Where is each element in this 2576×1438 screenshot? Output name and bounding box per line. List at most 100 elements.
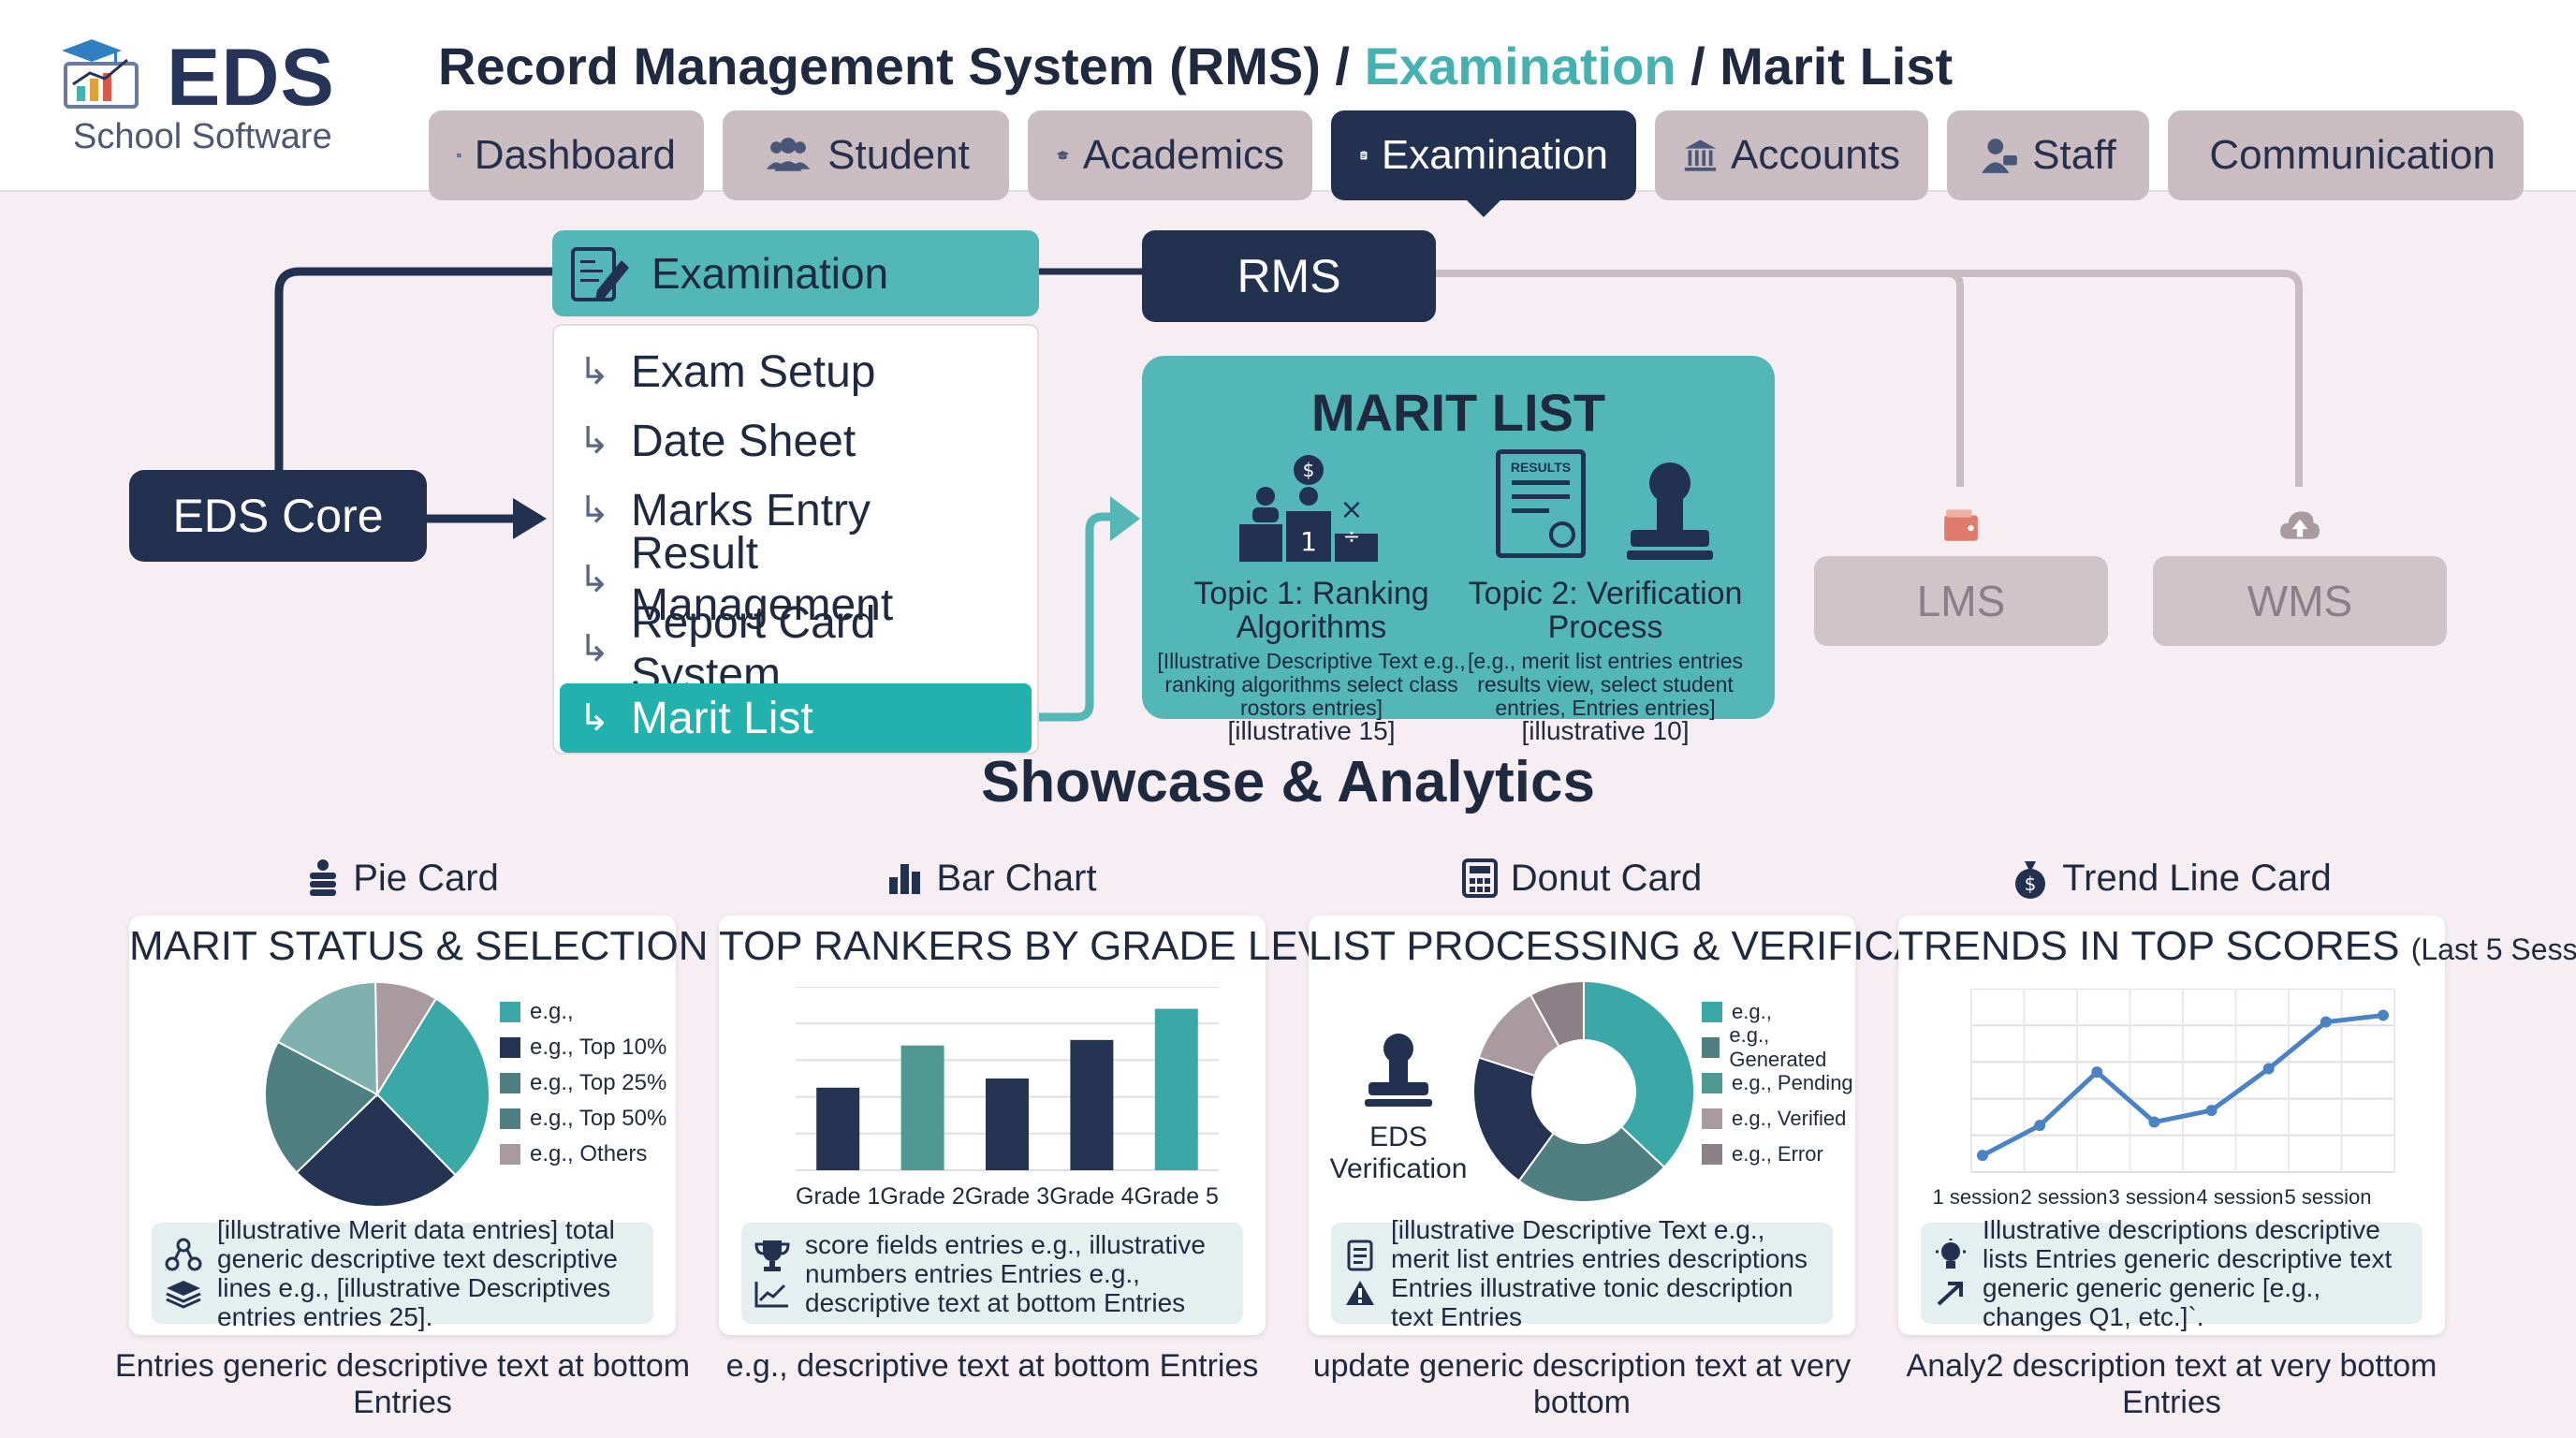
legend-item: e.g., Top 10% (500, 1030, 666, 1065)
submenu-arrow-icon: ↳ (578, 490, 610, 531)
pie-card-footer: Entries generic descriptive text at bott… (114, 1348, 691, 1420)
bar-chart-icon (889, 864, 921, 894)
wms-node[interactable]: WMS (2153, 556, 2447, 646)
legend-swatch (500, 1073, 520, 1093)
pie-slice (374, 981, 438, 1098)
card-title: TOP RANKERS BY GRADE LEVEL (719, 923, 1376, 969)
warning-icon (1346, 1281, 1374, 1305)
donut-hole (1531, 1039, 1636, 1144)
lms-node[interactable]: LMS (1814, 556, 2108, 646)
trend-note: Illustrative descriptions descriptive li… (1921, 1215, 2422, 1331)
legend-swatch (1702, 1144, 1722, 1165)
nav-label: Communication (2209, 132, 2496, 178)
menu-item-label: Marit List (631, 693, 813, 743)
verification-label: EDS Verification (1329, 1122, 1468, 1184)
legend-swatch (500, 1002, 520, 1022)
note-text: [illustrative Merit data entries] total … (217, 1215, 618, 1331)
ranking-podium-icon: $ 1 × ÷ (1239, 455, 1378, 562)
note-text: [illustrative Descriptive Text e.g., mer… (1391, 1215, 1808, 1331)
legend-swatch (1702, 1002, 1722, 1022)
staff-icon (1982, 139, 2018, 173)
network-icon (165, 1238, 202, 1271)
menu-item-label: Result Management (631, 529, 894, 630)
breadcrumb-current-page: Marit List (1720, 37, 1954, 95)
donut-card: LIST PROCESSING & VERIFICATION EDS Verif… (1309, 916, 2017, 1335)
bar-chart (796, 987, 1219, 1171)
exam-clipboard-icon (1360, 151, 1368, 160)
menu-item-marks-entry[interactable]: ↳Marks Entry (560, 476, 1032, 545)
nav-accounts[interactable]: Accounts (1655, 110, 1928, 200)
nav-student[interactable]: Student (723, 110, 1009, 200)
x-tick-label: Grade 3 (964, 1183, 1050, 1210)
menu-item-report-card-system[interactable]: ↳Report Card System (560, 598, 1032, 699)
donut-card-footer: update generic description text at very … (1312, 1348, 1852, 1420)
pie-card: MARIT STATUS & SELECTION POOL e.g., e.g.… (129, 916, 834, 1335)
breadcrumb-root[interactable]: Record Management System (RMS) (438, 37, 1321, 95)
flow-connectors (274, 267, 2303, 722)
menu-item-exam-setup[interactable]: ↳Exam Setup (560, 337, 1032, 406)
pie-slice (276, 980, 379, 1096)
trend-point (2034, 1120, 2046, 1132)
layers-icon (166, 1281, 201, 1309)
legend-item: e.g., (500, 994, 666, 1030)
legend-swatch (1702, 1037, 1720, 1058)
pie-slice (264, 1040, 379, 1174)
calculator-icon (1461, 858, 1498, 898)
trend-point (1977, 1150, 1988, 1162)
svg-text:1: 1 (1300, 526, 1317, 557)
rms-node[interactable]: RMS (1142, 230, 1436, 322)
x-tick-label: Grade 2 (880, 1183, 965, 1210)
nav-communication[interactable]: Communication (2168, 110, 2524, 200)
main-nav: Dashboard Student Academics Examination … (429, 110, 2524, 217)
topic-verification-process: Topic 2: Verification Process [e.g., mer… (1451, 577, 1760, 745)
nav-label: Staff (2032, 132, 2116, 178)
nav-examination[interactable]: Examination (1331, 110, 1636, 217)
document-list-icon (1347, 1240, 1373, 1271)
examination-menu-header[interactable]: Examination (552, 230, 1039, 316)
trend-point (2091, 1066, 2103, 1078)
legend-item: e.g., Pending (1702, 1065, 1855, 1101)
examination-submenu: ↳Exam Setup ↳Date Sheet ↳Marks Entry ↳Re… (552, 324, 1039, 755)
eds-core-node[interactable]: EDS Core (129, 470, 427, 562)
svg-text:$: $ (1303, 459, 1315, 481)
wallet-icon (1944, 509, 1978, 541)
nav-dashboard[interactable]: Dashboard (429, 110, 704, 200)
breadcrumb-separator: / (1676, 37, 1720, 95)
submenu-arrow-icon: ↳ (578, 351, 610, 392)
x-tick-label: Grade 4 (1049, 1183, 1134, 1210)
topic-description: [e.g., merit list entries entries result… (1468, 649, 1743, 720)
menu-item-date-sheet[interactable]: ↳Date Sheet (560, 406, 1032, 476)
verification-stamp-icon (1365, 1034, 1432, 1107)
results-badge: RESULTS (1510, 460, 1572, 475)
donut-slice (1583, 979, 1695, 1169)
app-header: EDS School Software Record Management Sy… (0, 0, 2576, 217)
breadcrumb-section[interactable]: Examination (1364, 37, 1676, 95)
legend-item: e.g., Verified (1702, 1101, 1855, 1137)
card-title: LIST PROCESSING & VERIFICATION (1309, 923, 2017, 969)
nav-academics[interactable]: Academics (1028, 110, 1312, 200)
line-trend-icon (754, 1282, 788, 1308)
bar (1070, 1039, 1114, 1170)
pie-legend: e.g., e.g., Top 10% e.g., Top 25% e.g., … (500, 994, 666, 1172)
legend-swatch (500, 1037, 520, 1058)
students-icon (767, 138, 811, 171)
legend-swatch (500, 1108, 520, 1129)
nav-staff[interactable]: Staff (1947, 110, 2149, 200)
card-label-text: Trend Line Card (2062, 857, 2332, 899)
x-tick-label: 2 session (2020, 1185, 2108, 1209)
donut-card-label: Donut Card (1309, 854, 1855, 902)
menu-item-result-management[interactable]: ↳Result Management (560, 529, 1032, 630)
donut-legend: e.g., e.g., Generated e.g., Pending e.g.… (1702, 994, 1855, 1172)
trend-point (2378, 1009, 2389, 1021)
legend-swatch (1702, 1108, 1722, 1129)
svg-text:÷: ÷ (1343, 525, 1360, 549)
submenu-arrow-icon: ↳ (578, 697, 610, 739)
pie-chart (264, 980, 490, 1208)
card-label-text: Donut Card (1510, 857, 1703, 899)
menu-item-marit-list[interactable]: ↳ Marit List (560, 683, 1032, 753)
trend-card-footer: Analy2 description text at very bottom E… (1906, 1348, 2437, 1420)
legend-item: e.g., Generated (1702, 1023, 1855, 1071)
brand-name: EDS (167, 33, 335, 123)
x-tick-label: Grade 1 (796, 1183, 881, 1210)
bar-card-label: Bar Chart (719, 854, 1266, 902)
